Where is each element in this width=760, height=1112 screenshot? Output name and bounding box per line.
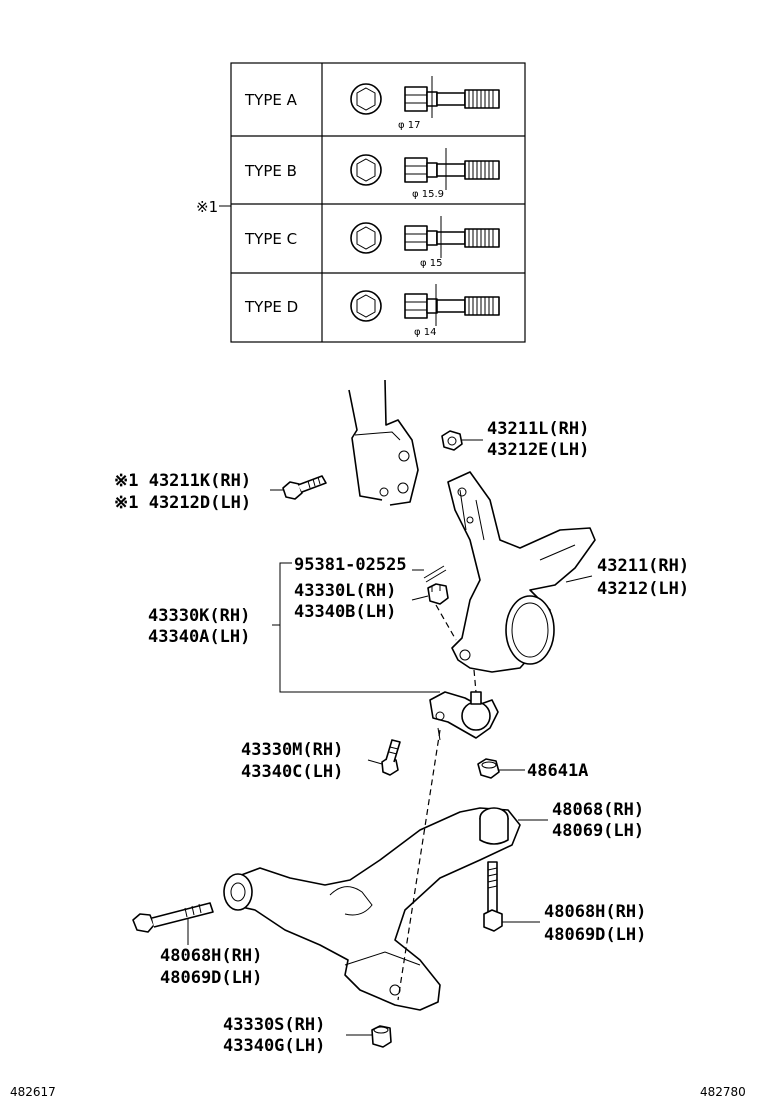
callout-43211l: 43211L(RH) 43212E(LH) xyxy=(487,419,589,460)
diameter-label-b: φ 15.9 xyxy=(412,189,444,200)
ball-joint-nut-icon xyxy=(477,758,500,779)
nut-front-view-c-icon xyxy=(350,222,382,254)
strut-outline xyxy=(348,379,419,506)
diameter-label-d: φ 14 xyxy=(414,327,437,338)
callout-48068h-right-lh: 48069D(LH) xyxy=(544,925,646,945)
callout-bracket-43330k xyxy=(272,562,440,693)
type-label-c: TYPE C xyxy=(244,230,297,248)
type-row-b: TYPE B φ 15.9 xyxy=(244,148,500,200)
callout-43330k: 43330K(RH) 43340A(LH) xyxy=(148,606,250,647)
lower-control-arm-icon xyxy=(223,807,521,1011)
callout-95381: 95381-02525 xyxy=(294,555,407,575)
type-table-marker: ※1 xyxy=(196,198,218,216)
hub-bolt-side-view-c-icon xyxy=(404,216,500,258)
diameter-label-a: φ 17 xyxy=(398,120,421,131)
callout-48068h-left-lh: 48069D(LH) xyxy=(160,968,262,988)
callout-48068h-left: 48068H(RH) 48069D(LH) xyxy=(160,946,262,988)
callout-95381-part: 95381-02525 xyxy=(294,555,407,575)
knuckle-bolt-icon xyxy=(282,475,327,500)
castle-nut-icon xyxy=(427,583,449,605)
callout-43211l-lh: 43212E(LH) xyxy=(487,440,589,460)
lower-arm-bolt-vertical-icon xyxy=(483,861,503,932)
hub-bolt-type-table: ※1 TYPE A φ 17 TYPE B xyxy=(196,62,526,343)
callout-43330m: 43330M(RH) 43340C(LH) xyxy=(241,740,343,782)
callout-43330s: 43330S(RH) 43340G(LH) xyxy=(223,1015,325,1056)
footer-left-code: 482617 xyxy=(10,1085,56,1099)
assembly-dash-lines xyxy=(397,604,477,1001)
type-label-a: TYPE A xyxy=(244,91,298,109)
callout-43330l-lh: 43340B(LH) xyxy=(294,602,396,622)
callout-43330k-lh: 43340A(LH) xyxy=(148,627,250,647)
lower-arm-bolt-horizontal-icon xyxy=(132,902,214,933)
nut-front-view-a-icon xyxy=(350,83,382,115)
type-row-c: TYPE C φ 15 xyxy=(244,216,500,269)
callout-48641a: 48641A xyxy=(527,761,588,781)
callout-48068h-right: 48068H(RH) 48069D(LH) xyxy=(544,902,646,945)
callout-43211: 43211(RH) 43212(LH) xyxy=(597,556,689,599)
callout-48068h-left-rh: 48068H(RH) xyxy=(160,946,262,966)
nut-front-view-d-icon xyxy=(350,290,382,322)
diameter-label-c: φ 15 xyxy=(420,258,443,269)
cotter-pin-icon xyxy=(423,565,447,583)
ball-joint-bolt-icon xyxy=(381,739,401,776)
callout-43211k-rh: ※1 43211K(RH) xyxy=(114,471,251,491)
callout-43211k: ※1 43211K(RH) ※1 43212D(LH) xyxy=(114,471,251,513)
callout-43211l-rh: 43211L(RH) xyxy=(487,419,589,439)
callout-43330s-rh: 43330S(RH) xyxy=(223,1015,325,1035)
ball-joint-icon xyxy=(429,691,499,741)
steering-knuckle-icon xyxy=(447,471,596,673)
callout-43330k-rh: 43330K(RH) xyxy=(148,606,250,626)
type-row-a: TYPE A φ 17 xyxy=(244,76,500,131)
callout-43330m-rh: 43330M(RH) xyxy=(241,740,343,760)
type-label-d: TYPE D xyxy=(244,298,298,316)
hub-bolt-side-view-d-icon xyxy=(404,284,500,326)
callout-43211-lh: 43212(LH) xyxy=(597,579,689,599)
callout-48641a-part: 48641A xyxy=(527,761,588,781)
type-label-b: TYPE B xyxy=(244,162,297,180)
callout-48068-lh: 48069(LH) xyxy=(552,821,644,841)
callout-48068-rh: 48068(RH) xyxy=(552,800,644,820)
type-row-d: TYPE D φ 14 xyxy=(244,284,500,338)
hub-bolt-side-view-b-icon xyxy=(404,148,500,190)
callout-43211-rh: 43211(RH) xyxy=(597,556,689,576)
lower-arm-nut-icon xyxy=(371,1025,392,1048)
callout-43330l: 43330L(RH) 43340B(LH) xyxy=(294,581,396,622)
knuckle-nut-icon xyxy=(441,430,463,451)
nut-front-view-b-icon xyxy=(350,154,382,186)
callout-43330l-rh: 43330L(RH) xyxy=(294,581,396,601)
hub-bolt-side-view-a-icon xyxy=(404,76,500,118)
callout-43330m-lh: 43340C(LH) xyxy=(241,762,343,782)
callout-48068h-right-rh: 48068H(RH) xyxy=(544,902,646,922)
footer-right-code: 482780 xyxy=(700,1085,746,1099)
callout-43330s-lh: 43340G(LH) xyxy=(223,1036,325,1056)
callout-48068: 48068(RH) 48069(LH) xyxy=(552,800,644,841)
callout-43211k-lh: ※1 43212D(LH) xyxy=(114,493,251,513)
